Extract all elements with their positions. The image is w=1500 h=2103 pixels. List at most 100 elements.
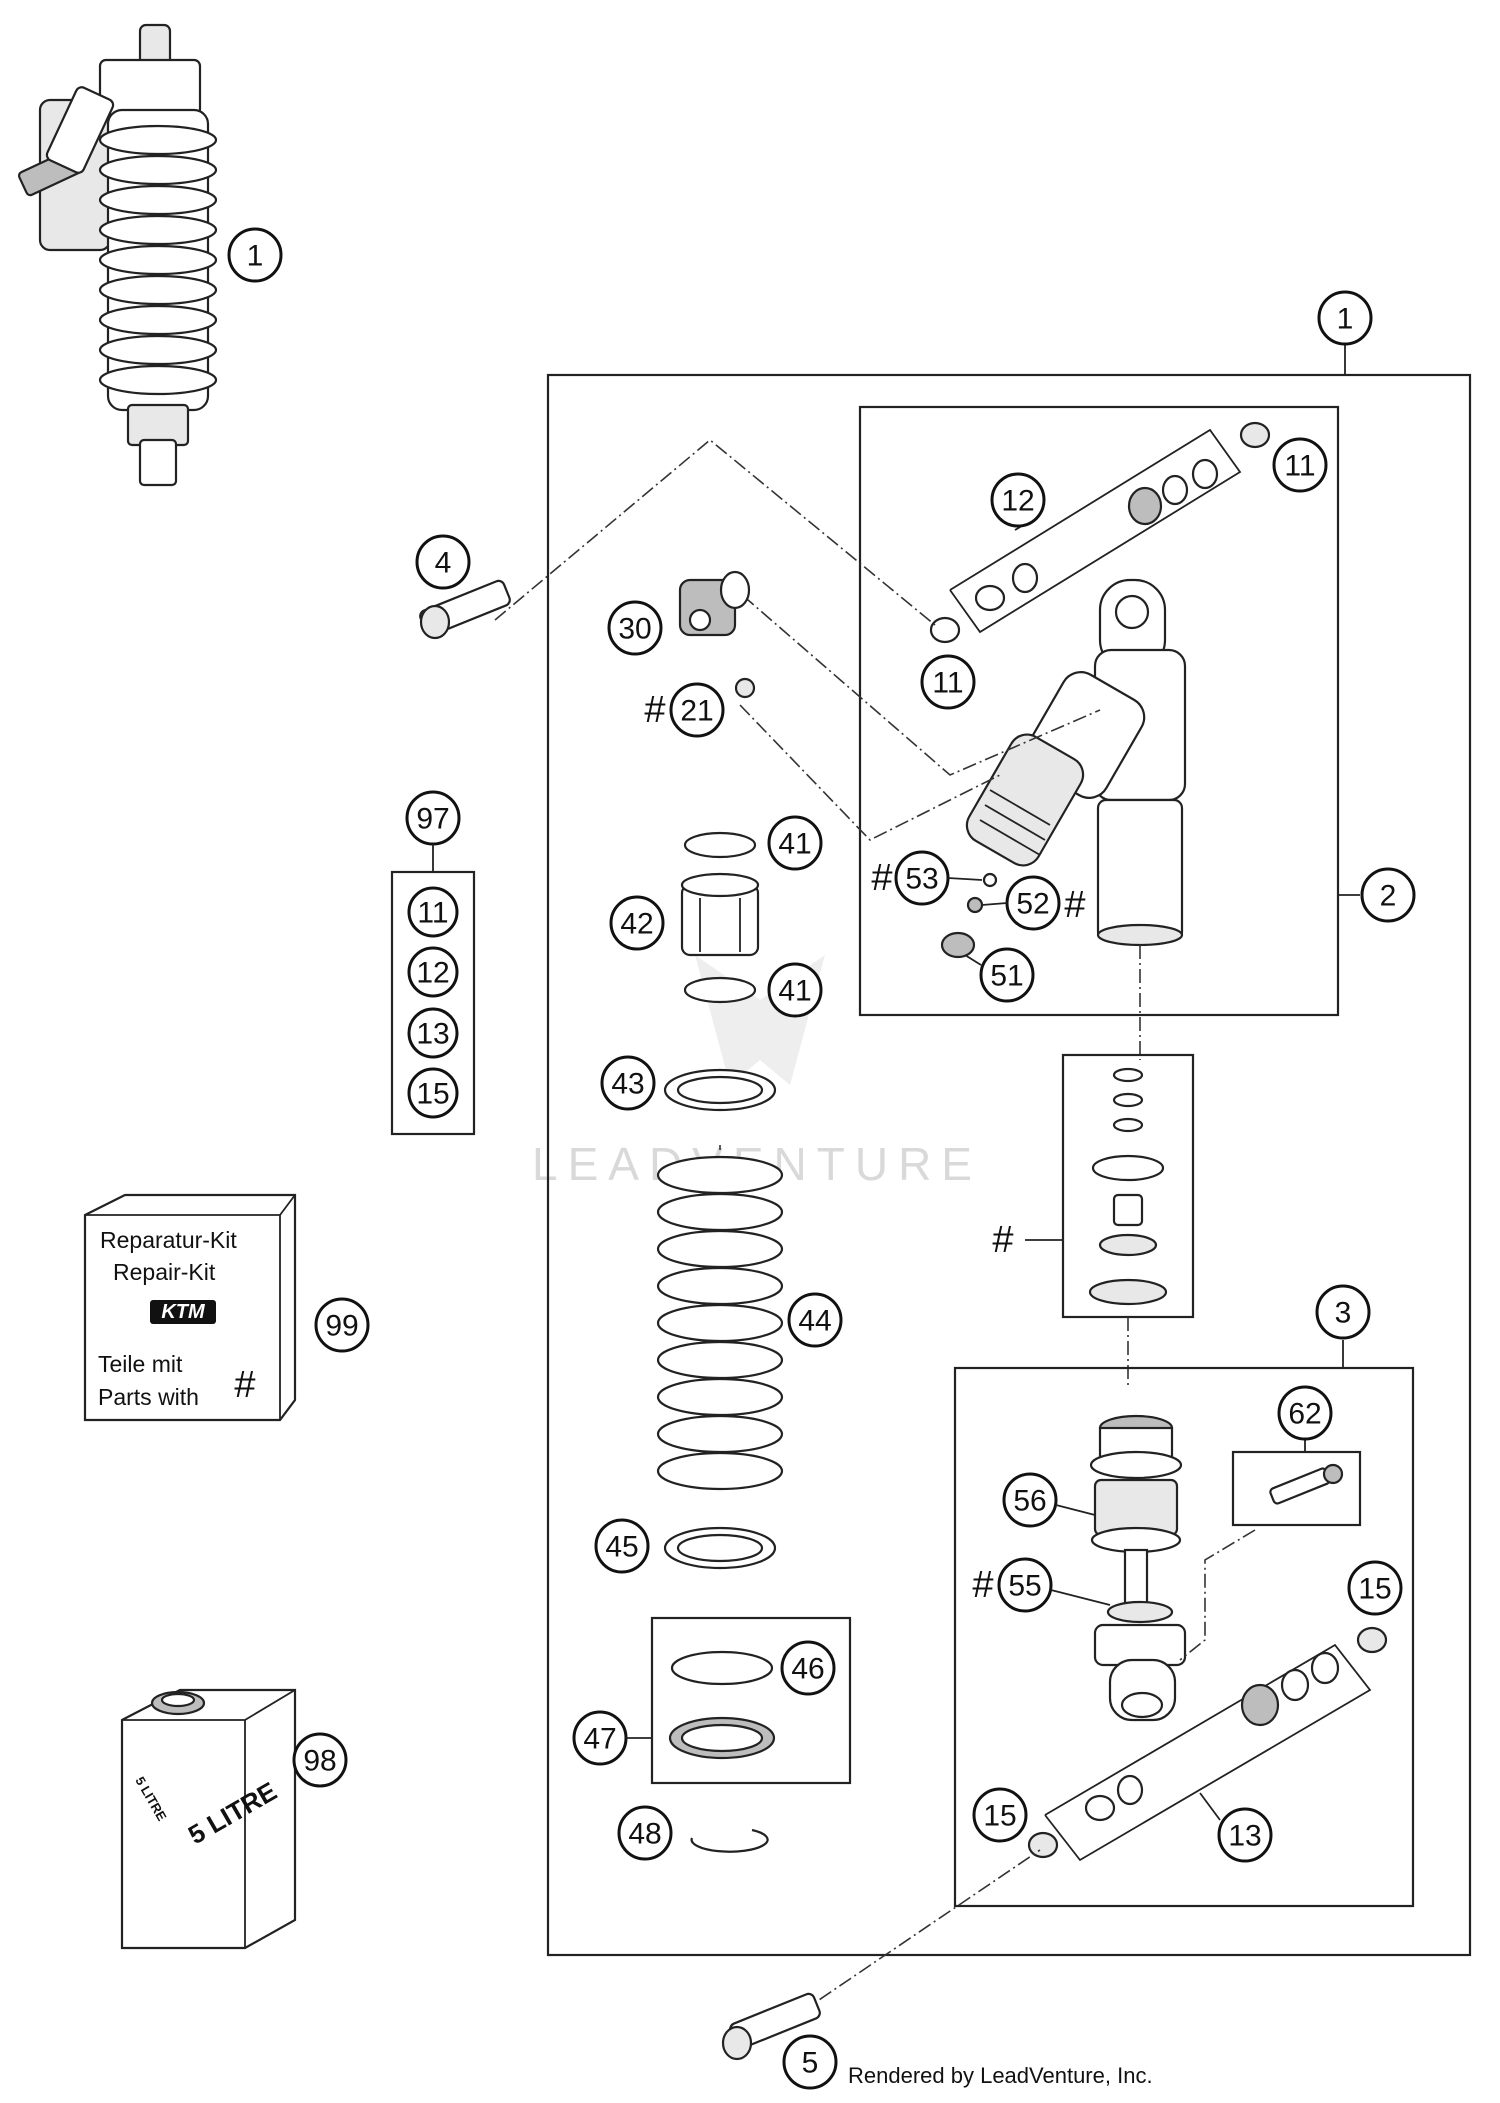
- callout-41-top[interactable]: 41: [767, 815, 823, 871]
- frame-2: [858, 405, 1340, 1017]
- repair-kit-line2: Repair-Kit: [113, 1259, 216, 1285]
- hash-seal-kit: #: [992, 1219, 1013, 1261]
- callout-30[interactable]: 30: [607, 600, 663, 656]
- guide-screw-21: [739, 704, 1001, 841]
- frame-97: [390, 870, 476, 1136]
- svg-text:21: 21: [680, 695, 713, 728]
- callout-98[interactable]: 98: [292, 1732, 348, 1788]
- svg-text:1: 1: [1337, 303, 1354, 336]
- svg-text:15: 15: [983, 1800, 1016, 1833]
- svg-text:47: 47: [583, 1723, 616, 1756]
- callout-48[interactable]: 48: [617, 1805, 673, 1861]
- callout-2[interactable]: 2: [1360, 867, 1416, 923]
- svg-text:4: 4: [435, 547, 452, 580]
- callout-12[interactable]: 12: [990, 472, 1046, 528]
- svg-text:99: 99: [325, 1310, 358, 1343]
- callout-15-left[interactable]: 15: [972, 1787, 1028, 1843]
- callout-47[interactable]: 47: [572, 1710, 628, 1766]
- callout-97-15[interactable]: 15: [407, 1067, 459, 1119]
- seal-kit-13-parts: [1027, 1626, 1388, 1859]
- hash-52: #: [1064, 884, 1085, 926]
- svg-text:1: 1: [247, 240, 264, 273]
- svg-text:98: 98: [303, 1745, 336, 1778]
- svg-text:97: 97: [416, 803, 449, 836]
- callout-21[interactable]: 21: [669, 682, 725, 738]
- callout-52[interactable]: 52: [1005, 875, 1061, 931]
- callout-11-upper-right[interactable]: 11: [1272, 437, 1328, 493]
- spring-44: [656, 1155, 784, 1491]
- o-ring-41-bottom: [683, 976, 757, 1004]
- svg-text:48: 48: [628, 1818, 661, 1851]
- callout-11-upper-left[interactable]: 11: [920, 654, 976, 710]
- callout-97-13[interactable]: 13: [407, 1007, 459, 1059]
- callout-15-right[interactable]: 15: [1347, 1560, 1403, 1616]
- shock-body: [965, 578, 1187, 947]
- footer-credit: Rendered by LeadVenture, Inc.: [848, 2063, 1153, 2088]
- callout-46[interactable]: 46: [780, 1640, 836, 1696]
- frame-46-47: [650, 1616, 852, 1785]
- callout-13[interactable]: 13: [1217, 1807, 1273, 1863]
- adjuster-ring-42: [680, 872, 760, 957]
- hash-55: #: [972, 1564, 993, 1606]
- callout-51[interactable]: 51: [979, 947, 1035, 1003]
- svg-text:11: 11: [417, 897, 448, 930]
- reservoir-threads: [979, 789, 1051, 856]
- svg-text:41: 41: [778, 828, 811, 861]
- callout-62[interactable]: 62: [1277, 1385, 1333, 1441]
- callout-41-bottom[interactable]: 41: [767, 962, 823, 1018]
- frame-3: [953, 1366, 1415, 1908]
- svg-text:15: 15: [1358, 1573, 1391, 1606]
- svg-text:30: 30: [618, 613, 651, 646]
- frame-62: [1231, 1450, 1362, 1527]
- callout-99[interactable]: 99: [314, 1297, 370, 1353]
- svg-text:56: 56: [1013, 1485, 1046, 1518]
- svg-text:13: 13: [416, 1018, 449, 1051]
- svg-text:15: 15: [416, 1078, 449, 1111]
- callout-97[interactable]: 97: [405, 790, 461, 846]
- svg-text:46: 46: [791, 1653, 824, 1686]
- callout-97-12[interactable]: 12: [407, 946, 459, 998]
- frame-1: [546, 373, 1472, 1957]
- o-ring-41-top: [683, 831, 757, 859]
- guide-62: [1179, 1529, 1256, 1661]
- callout-1-assembled[interactable]: 1: [227, 227, 283, 283]
- watermark: LEADVENTURE: [532, 955, 972, 1190]
- callout-55[interactable]: 55: [997, 1557, 1053, 1613]
- ring-46: [670, 1650, 774, 1686]
- svg-text:11: 11: [932, 667, 963, 700]
- callout-4[interactable]: 4: [415, 534, 471, 590]
- parts-51-52-53: [940, 872, 998, 959]
- hash-53: #: [871, 857, 892, 899]
- callout-1-frame[interactable]: 1: [1317, 290, 1373, 346]
- svg-text:52: 52: [1016, 888, 1049, 921]
- seal-kit-12-parts: [929, 421, 1271, 644]
- svg-text:12: 12: [1001, 485, 1034, 518]
- repair-kit-line1: Reparatur-Kit: [100, 1227, 237, 1253]
- valve-62: [1269, 1463, 1344, 1505]
- svg-text:3: 3: [1335, 1297, 1352, 1330]
- assembled-shock: [17, 23, 218, 487]
- bolt-4: [419, 579, 511, 640]
- callout-45[interactable]: 45: [594, 1518, 650, 1574]
- svg-text:44: 44: [798, 1305, 831, 1338]
- svg-text:53: 53: [905, 863, 938, 896]
- callout-97-11[interactable]: 11: [407, 886, 459, 938]
- callout-44[interactable]: 44: [787, 1292, 843, 1348]
- bolt-5: [721, 1992, 821, 2061]
- callout-53[interactable]: 53: [894, 850, 950, 906]
- repair-kit-line4: Parts with: [98, 1384, 199, 1410]
- svg-text:2: 2: [1380, 880, 1397, 913]
- svg-text:51: 51: [990, 960, 1023, 993]
- callout-42[interactable]: 42: [609, 895, 665, 951]
- oil-can: 5 LITRE 5 LITRE: [120, 1688, 297, 1950]
- svg-text:45: 45: [605, 1531, 638, 1564]
- piston-rod: [1089, 1414, 1187, 1722]
- svg-text:55: 55: [1008, 1570, 1041, 1603]
- callout-43[interactable]: 43: [600, 1055, 656, 1111]
- guide-adjuster-30: [724, 579, 1101, 776]
- callout-5[interactable]: 5: [782, 2034, 838, 2090]
- callout-3[interactable]: 3: [1315, 1284, 1371, 1340]
- callout-56[interactable]: 56: [1002, 1472, 1058, 1528]
- clip-48: [690, 1828, 769, 1853]
